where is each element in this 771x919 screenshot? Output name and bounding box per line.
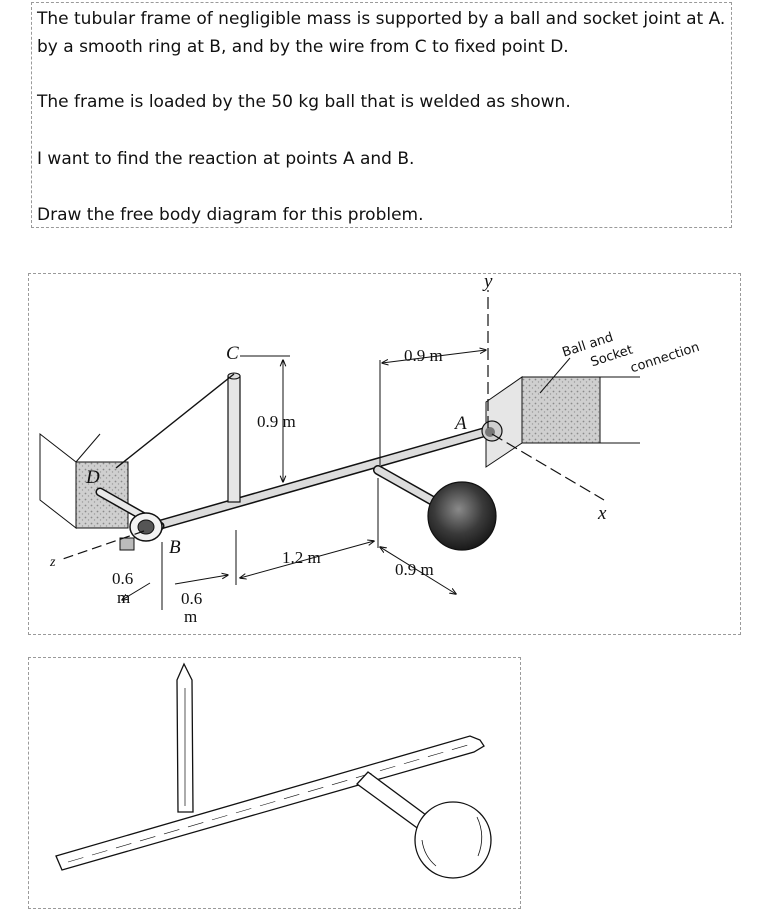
right-wall: [485, 376, 640, 468]
label-a: A: [453, 413, 467, 434]
dim-c-height: 0.9 m: [257, 412, 296, 431]
axis-y-label: y: [482, 271, 493, 292]
dim-b-left-value: 0.6: [112, 569, 133, 588]
fbd-sketch-box: [28, 657, 521, 909]
label-c: C: [226, 343, 239, 364]
ring-b: [119, 512, 163, 551]
note-line-3: connection: [629, 340, 702, 376]
problem-line-3: The frame is loaded by the 50 kg ball th…: [37, 92, 571, 112]
axes: [59, 290, 605, 561]
ball-arm: [373, 465, 445, 510]
problem-statement: The tubular frame of negligible mass is …: [31, 2, 732, 228]
dimension-lines: [122, 350, 571, 610]
fbd-sketch: [55, 662, 492, 879]
dim-b-right-value: 0.6: [181, 589, 202, 608]
main-tube: [95, 427, 490, 532]
problem-line-4: I want to find the reaction at points A …: [37, 149, 415, 169]
axis-z-label: z: [49, 555, 56, 570]
dim-b-right-unit: m: [184, 607, 197, 626]
dim-ball-arm: 0.9 m: [395, 560, 434, 579]
dim-mid-span: 1.2 m: [282, 548, 321, 567]
dim-top-span: 0.9 m: [404, 346, 443, 365]
wire-cd: [115, 373, 235, 469]
socket-a: [481, 420, 503, 442]
ball-mass: [427, 481, 497, 551]
dim-b-left-unit: m: [117, 588, 130, 607]
problem-line-2: by a smooth ring at B, and by the wire f…: [37, 37, 569, 57]
vertical-post: [227, 372, 241, 503]
label-d: D: [85, 467, 100, 488]
problem-line-5: Draw the free body diagram for this prob…: [37, 205, 424, 225]
left-wall: [39, 432, 129, 530]
problem-line-1: The tubular frame of negligible mass is …: [37, 9, 726, 29]
axis-x-label: x: [597, 503, 607, 524]
label-b: B: [169, 537, 181, 558]
frame-figure: [28, 273, 741, 635]
